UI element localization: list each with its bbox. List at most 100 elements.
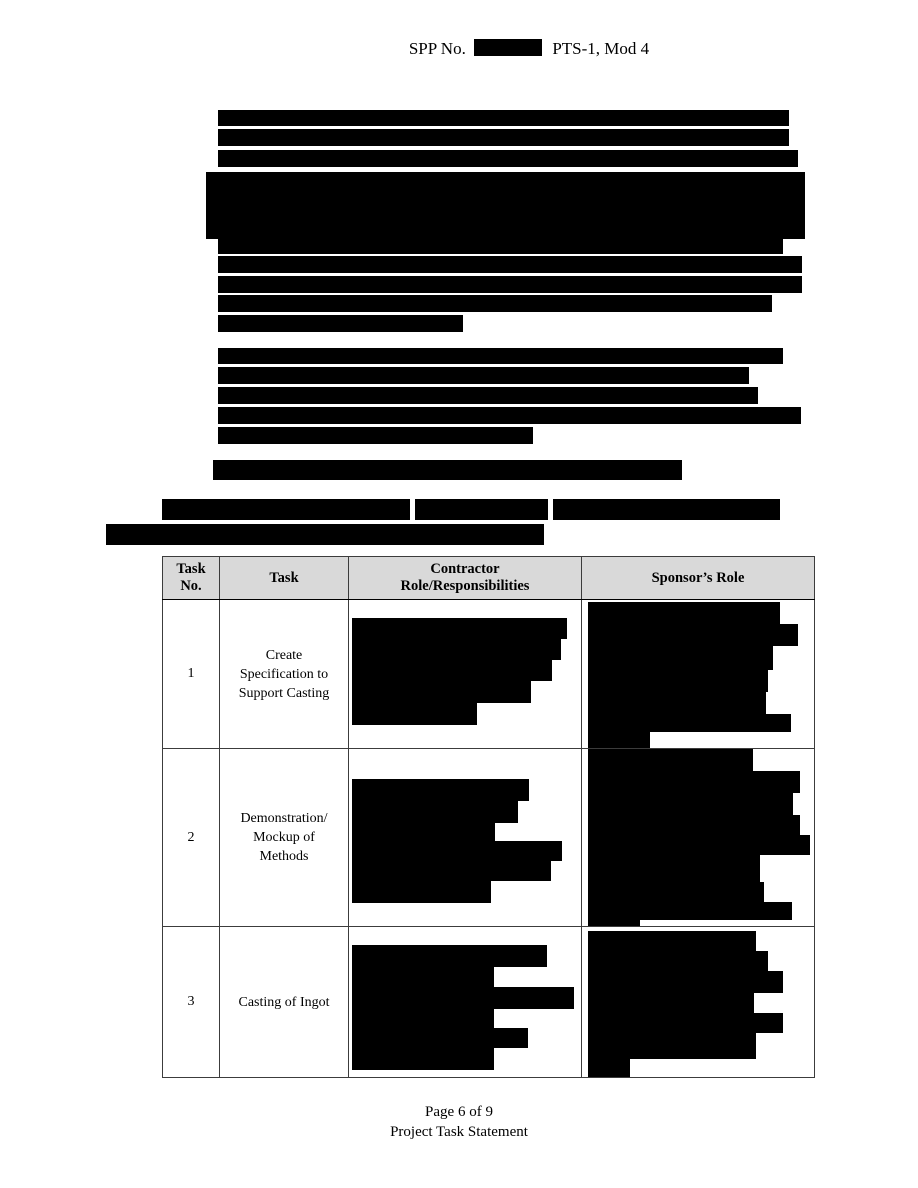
redaction-bar xyxy=(588,749,753,771)
redaction-bar xyxy=(352,801,518,823)
cell-contractor-role xyxy=(348,748,582,927)
redaction-bar xyxy=(588,1059,630,1077)
task-name-line: Demonstration/ xyxy=(240,811,328,826)
cell-sponsor-role xyxy=(581,599,815,749)
redaction-bar xyxy=(588,732,650,748)
spp-no-label: SPP No. xyxy=(408,39,466,58)
task-name-line: Specification to xyxy=(239,666,329,682)
cell-task-name: Demonstration/Mockup of Methods xyxy=(219,748,349,927)
cell-sponsor-role xyxy=(581,748,815,927)
redaction-bar xyxy=(352,703,477,725)
redaction-bar xyxy=(588,714,791,732)
page-number: Page 6 of 9 xyxy=(425,1104,493,1120)
task-name-line: Casting of Ingot xyxy=(238,994,330,1010)
redaction-bar xyxy=(352,967,494,987)
task-table-head: Task No. Task Contractor Role/Responsibi… xyxy=(162,556,815,600)
header-task-line1: Task xyxy=(269,569,299,586)
pts-mod-label: PTS-1, Mod 4 xyxy=(552,39,650,58)
header-contractor-role: Contractor Role/Responsibilities xyxy=(348,556,582,600)
redaction-bar xyxy=(588,951,768,971)
spp-number-redaction xyxy=(474,39,543,56)
cell-contractor-role xyxy=(348,599,582,749)
redaction-bar xyxy=(218,129,789,146)
redaction-bar xyxy=(218,256,802,273)
task-name-line: Support Casting xyxy=(238,685,330,701)
redaction-bar xyxy=(588,835,810,855)
redaction-bar xyxy=(352,881,491,903)
redaction-block xyxy=(582,749,814,926)
redaction-bar xyxy=(588,771,800,793)
redaction-bar xyxy=(218,348,783,364)
redaction-bar xyxy=(588,920,640,926)
task-name-line: Mockup of xyxy=(253,830,315,845)
redaction-bar xyxy=(218,239,783,254)
redaction-bar xyxy=(352,779,529,801)
redaction-bar xyxy=(588,855,760,882)
redaction-block xyxy=(349,927,581,1077)
redaction-block xyxy=(582,600,814,748)
header-task-no-line2: No. xyxy=(180,578,202,594)
redaction-bar xyxy=(352,823,495,841)
redaction-bar xyxy=(588,971,783,993)
header-task-no: Task No. xyxy=(162,556,220,600)
footer-doc-title: Project Task Statement xyxy=(390,1124,528,1140)
document-header: SPP No. PTS-1, Mod 4 xyxy=(0,38,918,60)
cell-sponsor-role xyxy=(581,926,815,1078)
redaction-bar xyxy=(588,692,766,714)
redaction-bar xyxy=(218,407,801,424)
task-table: Task No. Task Contractor Role/Responsibi… xyxy=(162,556,815,1078)
redaction-bar xyxy=(415,499,548,520)
redaction-bar xyxy=(218,295,772,312)
redaction-bar xyxy=(218,110,789,126)
redaction-bar xyxy=(352,945,547,967)
redaction-bar xyxy=(352,861,551,881)
redaction-bar xyxy=(588,602,780,624)
redaction-bar xyxy=(352,681,531,703)
redaction-bar xyxy=(553,499,780,520)
redaction-bar xyxy=(588,646,773,670)
header-inner: SPP No. PTS-1, Mod 4 xyxy=(269,38,649,60)
redaction-bar xyxy=(218,315,463,332)
redaction-bar xyxy=(218,150,798,167)
table-header-row: Task No. Task Contractor Role/Responsibi… xyxy=(162,556,815,600)
header-task: Task xyxy=(219,556,349,600)
redaction-bar xyxy=(588,1013,783,1033)
table-row: 3 Casting of Ingot xyxy=(162,926,815,1078)
header-contractor-line1: Contractor xyxy=(430,561,500,577)
document-footer: Page 6 of 9 Project Task Statement xyxy=(0,1102,918,1142)
redaction-bar xyxy=(352,987,574,1009)
redaction-bar xyxy=(588,1033,756,1059)
cell-task-number: 3 xyxy=(162,926,220,1078)
redaction-bar xyxy=(352,1009,494,1028)
redaction-bar xyxy=(352,639,561,660)
redaction-bar xyxy=(218,387,758,404)
cell-contractor-role xyxy=(348,926,582,1078)
cell-task-number: 1 xyxy=(162,599,220,749)
redaction-bar xyxy=(588,815,800,835)
redaction-bar xyxy=(352,1028,528,1048)
redaction-bar xyxy=(162,499,410,520)
redaction-bar xyxy=(588,882,764,902)
cell-task-number: 2 xyxy=(162,748,220,927)
redaction-bar xyxy=(588,993,754,1013)
task-name-line: Methods xyxy=(259,849,309,864)
redaction-bar xyxy=(106,524,544,545)
redaction-bar xyxy=(218,427,533,444)
redaction-bar xyxy=(588,624,798,646)
task-name-line: Create xyxy=(265,647,303,663)
redaction-bar xyxy=(588,670,768,692)
redaction-block xyxy=(582,927,814,1077)
header-sponsor-line1: Sponsor’s Role xyxy=(651,569,745,586)
redaction-bar xyxy=(213,460,682,480)
redaction-bar xyxy=(352,618,567,639)
redaction-bar xyxy=(206,172,805,239)
redaction-bar xyxy=(352,660,552,681)
redaction-bar xyxy=(218,367,749,384)
redaction-block xyxy=(349,749,581,926)
table-row: 2 Demonstration/Mockup of Methods xyxy=(162,748,815,927)
redaction-bar xyxy=(588,931,756,951)
